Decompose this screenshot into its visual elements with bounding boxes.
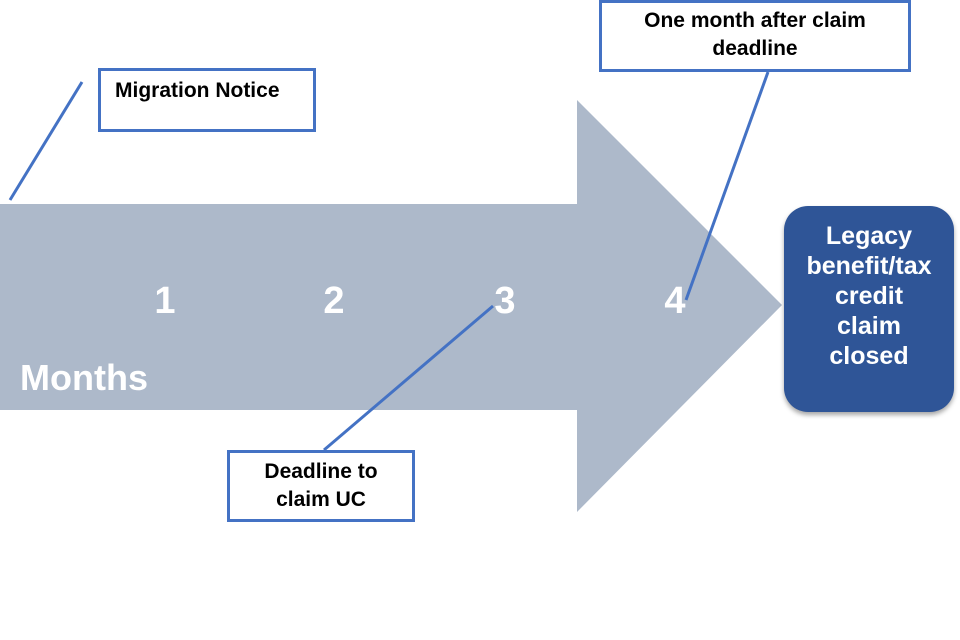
month-1-label: 1 xyxy=(154,280,176,322)
month-2-label: 2 xyxy=(323,280,345,322)
callout-one-month-line-1: One month after claim xyxy=(644,9,866,32)
callout-one-month-after-deadline: One month after claim deadline xyxy=(599,0,911,72)
month-3-label: 3 xyxy=(494,280,516,322)
end-box-line-4: claim xyxy=(837,312,901,340)
connector-migration-notice xyxy=(8,81,84,201)
callout-deadline-line-2: claim UC xyxy=(276,488,366,511)
end-box-line-3: credit xyxy=(834,282,904,310)
callout-one-month-line-2: deadline xyxy=(712,37,798,60)
connector-deadline-to-claim xyxy=(323,304,494,452)
end-box-line-5: closed xyxy=(829,342,909,370)
legacy-claim-closed-box: Legacy benefit/tax credit claim closed xyxy=(784,206,954,412)
month-4-label: 4 xyxy=(664,280,686,322)
end-box-line-1: Legacy xyxy=(825,222,913,250)
axis-title-months: Months xyxy=(20,357,148,398)
connector-one-month-after xyxy=(684,71,770,301)
end-box-line-2: benefit/tax xyxy=(806,252,932,280)
callout-deadline-to-claim: Deadline to claim UC xyxy=(227,450,415,522)
callout-migration-notice: Migration Notice xyxy=(98,68,316,132)
callout-deadline-line-1: Deadline to xyxy=(264,460,378,483)
callout-migration-notice-text: Migration Notice xyxy=(115,79,280,102)
timeline-arrow xyxy=(0,100,782,512)
